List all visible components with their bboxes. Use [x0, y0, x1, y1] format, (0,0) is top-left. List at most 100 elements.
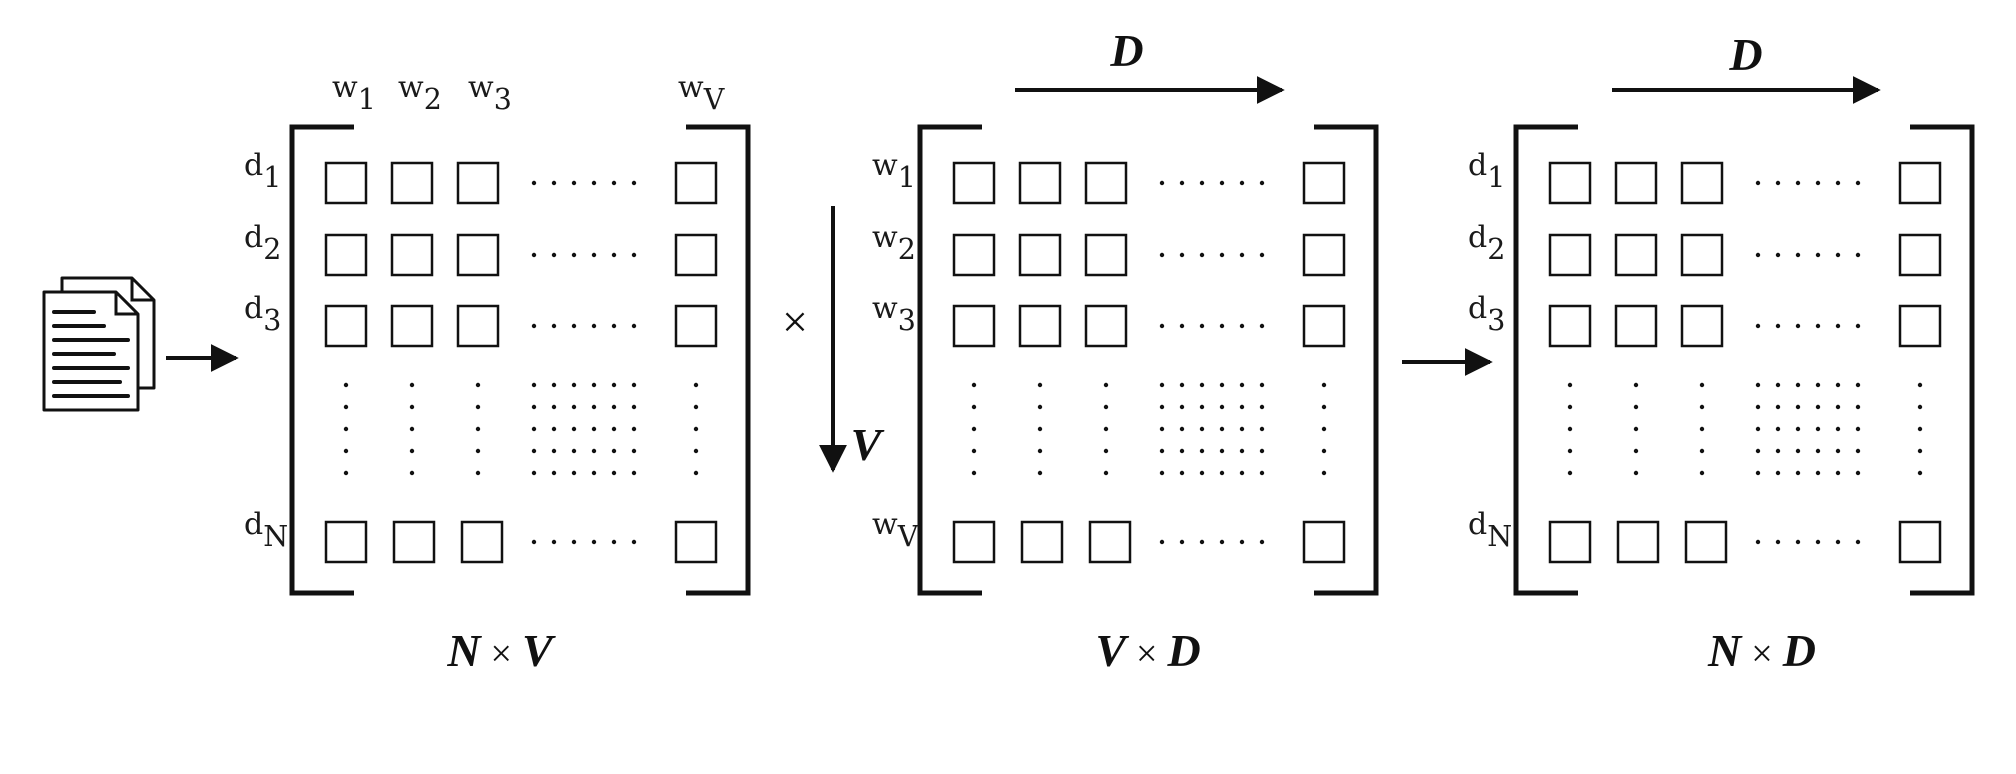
ellipsis-dot — [1633, 382, 1639, 388]
right-bracket — [1314, 124, 1379, 596]
ellipsis-dot — [1321, 382, 1327, 388]
matrix-cell — [1616, 520, 1660, 564]
ellipsis-dot — [1567, 448, 1573, 454]
ellipsis-dot — [343, 426, 349, 432]
ellipsis-dot — [571, 448, 577, 454]
ellipsis-dot — [1815, 252, 1821, 258]
ellipsis-dot — [1815, 180, 1821, 186]
ellipsis-dot — [1321, 448, 1327, 454]
ellipsis-dot — [1321, 470, 1327, 476]
ellipsis-dot — [1179, 539, 1185, 545]
matrix-cell — [1302, 233, 1346, 277]
ellipsis-dot — [1815, 382, 1821, 388]
row-label: w1 — [872, 148, 916, 194]
ellipsis-dot — [1775, 426, 1781, 432]
v-axis-label: V — [851, 419, 885, 470]
ellipsis-dot — [1835, 539, 1841, 545]
row-label: w3 — [872, 291, 916, 337]
left-bracket — [917, 124, 982, 596]
ellipsis-dot — [693, 404, 699, 410]
ellipsis-dot — [1855, 470, 1861, 476]
ellipsis-dot — [343, 448, 349, 454]
ellipsis-dot — [611, 470, 617, 476]
ellipsis-dot — [1103, 448, 1109, 454]
ellipsis-dot — [1259, 470, 1265, 476]
ellipsis-dot — [409, 382, 415, 388]
ellipsis-dot — [1795, 539, 1801, 545]
row-label: dN — [1468, 507, 1512, 553]
ellipsis-dot — [1259, 404, 1265, 410]
ellipsis-dot — [1775, 180, 1781, 186]
ellipsis-dot — [631, 323, 637, 329]
ellipsis-dot — [1795, 426, 1801, 432]
ellipsis-dot — [475, 448, 481, 454]
row-label: d2 — [244, 220, 281, 266]
ellipsis-dot — [1179, 180, 1185, 186]
ellipsis-dot — [693, 470, 699, 476]
ellipsis-dot — [1917, 426, 1923, 432]
ellipsis-dot — [1259, 323, 1265, 329]
ellipsis-dot — [1755, 252, 1761, 258]
row-label: d1 — [1468, 148, 1505, 194]
matrix-cell — [1302, 520, 1346, 564]
ellipsis-dot — [1855, 404, 1861, 410]
matrix-cell — [456, 233, 500, 277]
ellipsis-dot — [1259, 539, 1265, 545]
ellipsis-dot — [1239, 448, 1245, 454]
ellipsis-dot — [475, 404, 481, 410]
ellipsis-dot — [591, 404, 597, 410]
ellipsis-dot — [1219, 180, 1225, 186]
ellipsis-dot — [1199, 404, 1205, 410]
ellipsis-dot — [1219, 382, 1225, 388]
ellipsis-dot — [1037, 470, 1043, 476]
matrix-cell — [1548, 161, 1592, 205]
ellipsis-dot — [1855, 252, 1861, 258]
matrix-cell — [1302, 304, 1346, 348]
ellipsis-dot — [1775, 539, 1781, 545]
matrix-cell — [1898, 161, 1942, 205]
ellipsis-dot — [1219, 539, 1225, 545]
ellipsis-dot — [531, 448, 537, 454]
ellipsis-dot — [1259, 448, 1265, 454]
ellipsis-dot — [1239, 404, 1245, 410]
matrix-cell — [1018, 161, 1062, 205]
ellipsis-dot — [591, 470, 597, 476]
ellipsis-dot — [1159, 404, 1165, 410]
matrix-cell — [324, 520, 368, 564]
ellipsis-dot — [1199, 252, 1205, 258]
matrix-cell — [952, 161, 996, 205]
column-label: w3 — [468, 70, 512, 116]
ellipsis-dot — [1159, 180, 1165, 186]
matrix-cell — [674, 161, 718, 205]
ellipsis-dot — [631, 470, 637, 476]
ellipsis-dot — [1633, 404, 1639, 410]
ellipsis-dot — [571, 323, 577, 329]
ellipsis-dot — [1567, 470, 1573, 476]
matrix-cell — [1898, 233, 1942, 277]
ellipsis-dot — [1755, 180, 1761, 186]
d-axis-label-matrix-2: D — [1109, 25, 1143, 76]
ellipsis-dot — [1633, 448, 1639, 454]
ellipsis-dot — [1699, 448, 1705, 454]
ellipsis-dot — [693, 448, 699, 454]
ellipsis-dot — [1199, 539, 1205, 545]
ellipsis-dot — [1855, 382, 1861, 388]
ellipsis-dot — [631, 426, 637, 432]
ellipsis-dot — [1159, 252, 1165, 258]
right-bracket — [686, 124, 751, 596]
matrix-cell — [674, 233, 718, 277]
ellipsis-dot — [591, 426, 597, 432]
matrix-cell — [1684, 520, 1728, 564]
ellipsis-dot — [631, 448, 637, 454]
ellipsis-dot — [531, 252, 537, 258]
ellipsis-dot — [1103, 426, 1109, 432]
ellipsis-dot — [1037, 382, 1043, 388]
ellipsis-dot — [1219, 404, 1225, 410]
ellipsis-dot — [591, 448, 597, 454]
ellipsis-dot — [1917, 382, 1923, 388]
ellipsis-dot — [1699, 404, 1705, 410]
ellipsis-dot — [551, 323, 557, 329]
